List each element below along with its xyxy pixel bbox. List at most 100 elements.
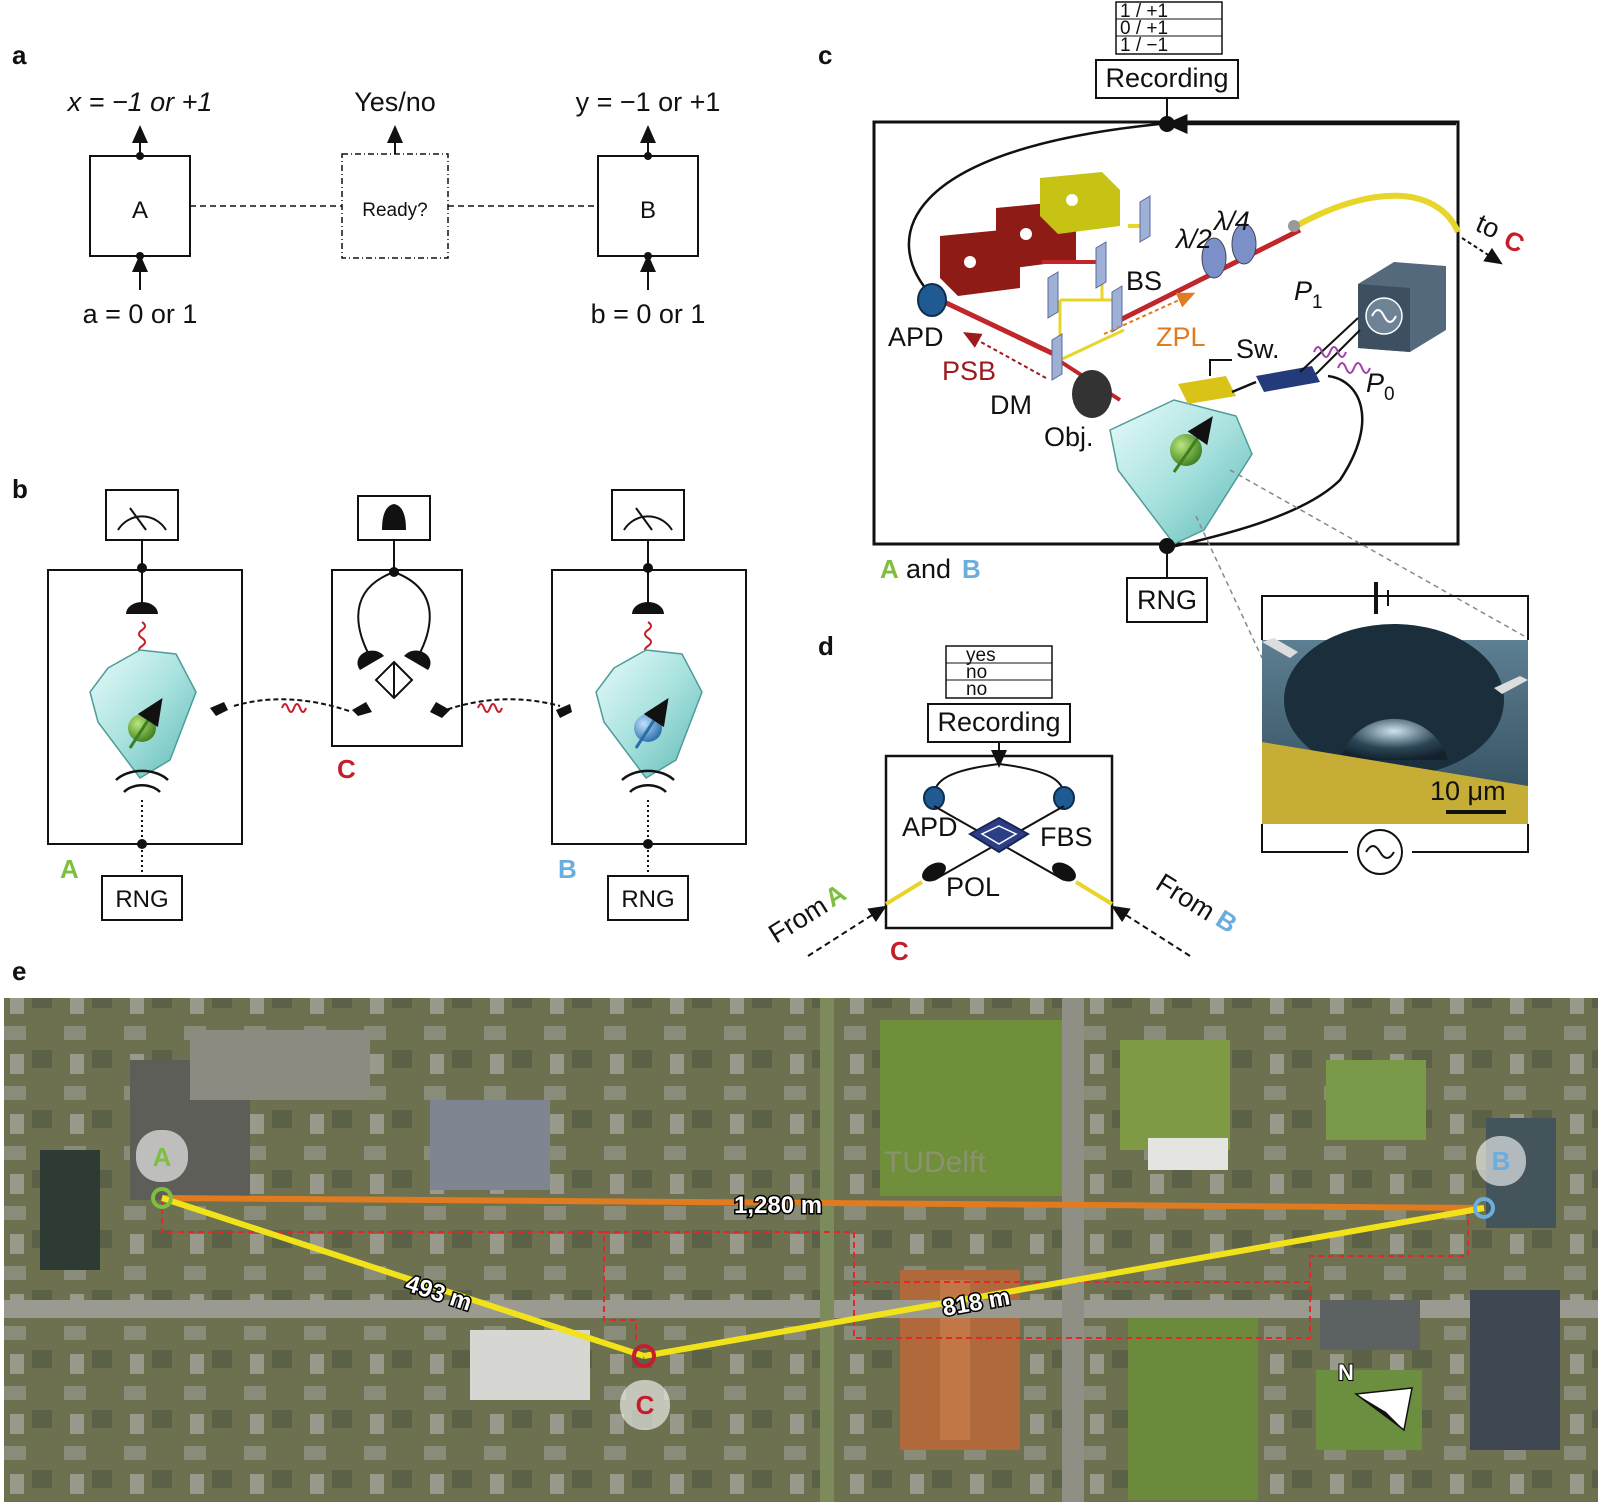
diamond-c-icon bbox=[1109, 399, 1253, 545]
link-cb bbox=[643, 1205, 1485, 1359]
bell-icon bbox=[382, 504, 406, 530]
recording-box-c bbox=[1095, 59, 1239, 99]
node-box-d bbox=[884, 754, 1114, 930]
road-main bbox=[4, 1300, 1598, 1318]
record-c-0: 1 / +1 bbox=[1120, 1, 1168, 22]
marker-b-ring bbox=[1473, 1197, 1495, 1219]
a-and-b-b: B bbox=[962, 554, 981, 584]
to-c-label: C bbox=[1500, 224, 1530, 259]
x-output-label: x = −1 or +1 bbox=[66, 87, 213, 117]
meter-a bbox=[105, 489, 179, 541]
y-output-label: y = −1 or +1 bbox=[576, 87, 721, 117]
marker-c-label: C bbox=[636, 1390, 655, 1420]
photon-ac-icon bbox=[281, 703, 307, 713]
panel-label-e: e bbox=[12, 956, 26, 986]
panel-c: 1 / +1 0 / +1 1 / −1 Recording bbox=[872, 1, 1530, 875]
laser-sources bbox=[940, 172, 1120, 296]
bs-label: BS bbox=[1126, 266, 1162, 296]
diamond-b-icon bbox=[595, 649, 703, 779]
p1-label: P bbox=[1294, 276, 1312, 306]
b-input-label: b = 0 or 1 bbox=[591, 299, 706, 329]
rf-b-icon bbox=[629, 784, 667, 793]
record-d-1: no bbox=[966, 662, 987, 683]
panel-label-d: d bbox=[818, 631, 834, 661]
recording-label-c: Recording bbox=[1105, 63, 1228, 93]
marker-c-bubble bbox=[620, 1380, 670, 1430]
psb-label: PSB bbox=[942, 356, 996, 386]
box-b bbox=[597, 155, 699, 257]
node-c-label-d: C bbox=[890, 936, 909, 966]
quarter-waveplate-icon bbox=[1231, 223, 1257, 265]
a-and-b-a: A bbox=[880, 554, 899, 584]
node-c-label: C bbox=[337, 754, 356, 784]
record-c-2: 1 / −1 bbox=[1120, 35, 1168, 56]
from-b-letter: B bbox=[1211, 904, 1243, 939]
rng-a-label: RNG bbox=[115, 886, 168, 913]
meter-needle-a-icon bbox=[129, 507, 147, 531]
rf-a-icon bbox=[123, 784, 161, 793]
from-a-label: From bbox=[763, 890, 832, 949]
apd-d1-icon bbox=[923, 786, 945, 810]
panel-label-c: c bbox=[818, 40, 832, 70]
zpl-label: ZPL bbox=[1156, 322, 1206, 352]
meter-b bbox=[611, 489, 685, 541]
box-b-label: B bbox=[640, 197, 656, 224]
objective-icon bbox=[1072, 370, 1112, 418]
box-a bbox=[89, 155, 191, 257]
stripline-icon bbox=[1178, 376, 1236, 404]
rng-a-box bbox=[101, 875, 183, 921]
apd-d2-icon bbox=[1053, 786, 1075, 810]
quarter-wave-label: λ/4 bbox=[1212, 206, 1250, 236]
pulse-p1-icon bbox=[1313, 346, 1347, 358]
dm-label: DM bbox=[990, 390, 1032, 420]
marker-a-label: A bbox=[153, 1142, 172, 1172]
fiber-to-c bbox=[1294, 192, 1461, 234]
pulse-p0-icon bbox=[1337, 362, 1371, 374]
from-b-label: From bbox=[1151, 868, 1220, 927]
polarizer-b-icon bbox=[1052, 862, 1076, 882]
record-c-1: 0 / +1 bbox=[1120, 18, 1168, 39]
panel-label-b: b bbox=[12, 474, 28, 504]
diamond-a-icon bbox=[89, 649, 197, 779]
recording-box-d bbox=[927, 703, 1071, 743]
p0-label: P bbox=[1366, 368, 1384, 398]
box-a-label: A bbox=[132, 197, 148, 224]
apd-c-icon bbox=[917, 283, 947, 317]
dist-ab-label: 1,280 m bbox=[734, 1192, 822, 1219]
apd-d-label: APD bbox=[902, 812, 958, 842]
marker-a-ring bbox=[151, 1187, 173, 1209]
panel-e: TUDelft A B C 1,280 m 493 m 818 m N bbox=[4, 998, 1598, 1502]
detector-b-icon bbox=[632, 602, 664, 614]
gold-stripline bbox=[1262, 742, 1528, 824]
half-waveplate-icon bbox=[1201, 237, 1227, 279]
fiber-beamsplitter-icon bbox=[968, 816, 1030, 854]
rng-b-box bbox=[607, 875, 689, 921]
apd-c-label: APD bbox=[888, 322, 944, 352]
record-d-2: no bbox=[966, 679, 987, 700]
obj-label: Obj. bbox=[1044, 422, 1094, 452]
meter-needle-b-icon bbox=[635, 507, 653, 531]
north-label: N bbox=[1338, 1360, 1354, 1385]
rng-b-label: RNG bbox=[621, 886, 674, 913]
detector-a-icon bbox=[126, 602, 158, 614]
to-label: to bbox=[1472, 208, 1505, 245]
p0-sub: 0 bbox=[1384, 384, 1395, 405]
node-b-label: B bbox=[558, 854, 577, 884]
a-input-label: a = 0 or 1 bbox=[83, 299, 198, 329]
fiber-route-ac bbox=[161, 1198, 637, 1342]
panel-label-a: a bbox=[12, 40, 27, 70]
marker-c-ring bbox=[632, 1344, 656, 1368]
building-roof-white bbox=[470, 1330, 590, 1400]
link-ac bbox=[161, 1195, 645, 1359]
road-vertical bbox=[1062, 998, 1084, 1502]
switch-label: Sw. bbox=[1236, 334, 1280, 364]
photon-bc-icon bbox=[477, 703, 503, 713]
tudelft-watermark: TUDelft bbox=[884, 1146, 986, 1179]
marker-a-bubble bbox=[136, 1130, 188, 1182]
half-wave-label: λ/2 bbox=[1174, 224, 1212, 254]
panel-b: RNG A C bbox=[47, 489, 747, 921]
panel-a: A B Ready? x = −1 or +1 y = −1 or +1 Yes… bbox=[66, 87, 721, 329]
panel-d: yes no no Recording APD FBS POL From A F… bbox=[763, 645, 1242, 966]
psb-beam bbox=[938, 297, 1060, 359]
sports-field-1 bbox=[880, 1020, 1070, 1196]
